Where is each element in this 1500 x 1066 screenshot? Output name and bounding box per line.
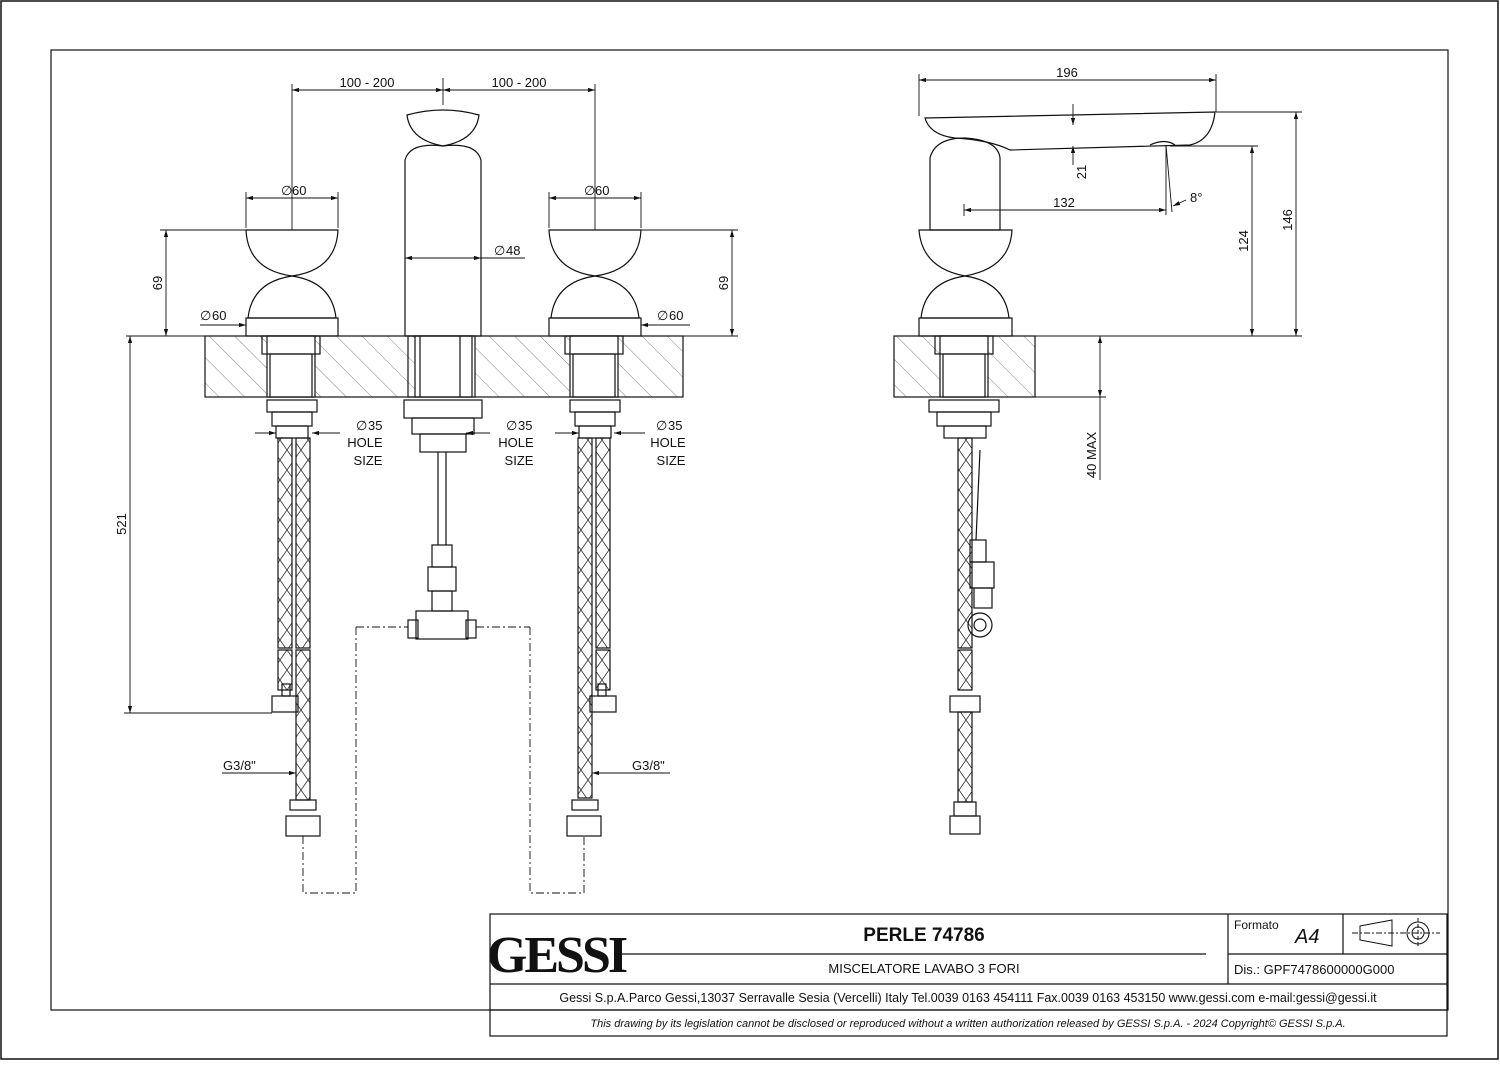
svg-text:HOLE: HOLE xyxy=(347,435,383,450)
front-dimensions xyxy=(124,78,738,776)
inner-border xyxy=(50,49,1449,1011)
svg-text:SIZE: SIZE xyxy=(505,453,534,468)
title-block xyxy=(489,913,1448,1037)
projection-symbol-icon xyxy=(1352,918,1440,948)
svg-text:100 - 200: 100 - 200 xyxy=(340,75,395,90)
drawing-number: Dis.: GPF7478600000G000 xyxy=(1234,962,1394,977)
spout-body xyxy=(404,109,482,337)
svg-text:69: 69 xyxy=(716,276,731,290)
diameter-symbol-icon: ∅ xyxy=(656,418,667,433)
svg-text:35: 35 xyxy=(668,418,682,433)
diameter-symbol-icon: ∅ xyxy=(584,183,595,198)
svg-text:60: 60 xyxy=(595,183,609,198)
diameter-symbol-icon: ∅ xyxy=(657,308,668,323)
format-value: A4 xyxy=(1294,926,1319,948)
right-handle xyxy=(548,229,642,337)
svg-text:124: 124 xyxy=(1236,230,1251,252)
svg-text:G3/8": G3/8" xyxy=(632,758,665,773)
product-description: MISCELATORE LAVABO 3 FORI xyxy=(828,961,1019,976)
front-dimension-labels: 100 - 200 100 - 200 ∅ 60 ∅ 60 ∅ 48 ∅ 60 … xyxy=(114,75,731,773)
front-view xyxy=(204,109,684,894)
legal-notice: This drawing by its legislation cannot b… xyxy=(590,1018,1345,1030)
diameter-symbol-icon: ∅ xyxy=(356,418,367,433)
svg-text:21: 21 xyxy=(1074,165,1089,179)
svg-text:132: 132 xyxy=(1053,195,1075,210)
diameter-symbol-icon: ∅ xyxy=(506,418,517,433)
svg-text:146: 146 xyxy=(1280,209,1295,231)
diameter-symbol-icon: ∅ xyxy=(200,308,211,323)
company-address: Gessi S.p.A.Parco Gessi,13037 Serravalle… xyxy=(559,991,1377,1005)
svg-text:60: 60 xyxy=(669,308,683,323)
svg-text:196: 196 xyxy=(1056,65,1078,80)
svg-text:40 MAX: 40 MAX xyxy=(1084,432,1099,479)
svg-text:521: 521 xyxy=(114,513,129,535)
svg-text:35: 35 xyxy=(518,418,532,433)
svg-text:60: 60 xyxy=(292,183,306,198)
svg-text:HOLE: HOLE xyxy=(650,435,686,450)
svg-text:100 - 200: 100 - 200 xyxy=(492,75,547,90)
diameter-symbol-icon: ∅ xyxy=(494,243,505,258)
side-view xyxy=(893,111,1216,835)
svg-text:SIZE: SIZE xyxy=(657,453,686,468)
svg-text:60: 60 xyxy=(212,308,226,323)
svg-text:69: 69 xyxy=(150,276,165,290)
svg-text:SIZE: SIZE xyxy=(354,453,383,468)
svg-text:48: 48 xyxy=(506,243,520,258)
left-handle xyxy=(245,229,339,337)
svg-text:8°: 8° xyxy=(1190,190,1202,205)
side-dimensions xyxy=(918,74,1302,480)
svg-text:35: 35 xyxy=(368,418,382,433)
product-title: PERLE 74786 xyxy=(863,925,984,946)
side-dimension-labels: 196 21 132 8° 124 146 40 MAX xyxy=(1053,65,1295,478)
svg-text:HOLE: HOLE xyxy=(498,435,534,450)
svg-text:G3/8": G3/8" xyxy=(223,758,256,773)
diameter-symbol-icon: ∅ xyxy=(281,183,292,198)
gessi-logo: GESSI xyxy=(487,927,627,984)
format-label: Formato xyxy=(1234,918,1279,932)
